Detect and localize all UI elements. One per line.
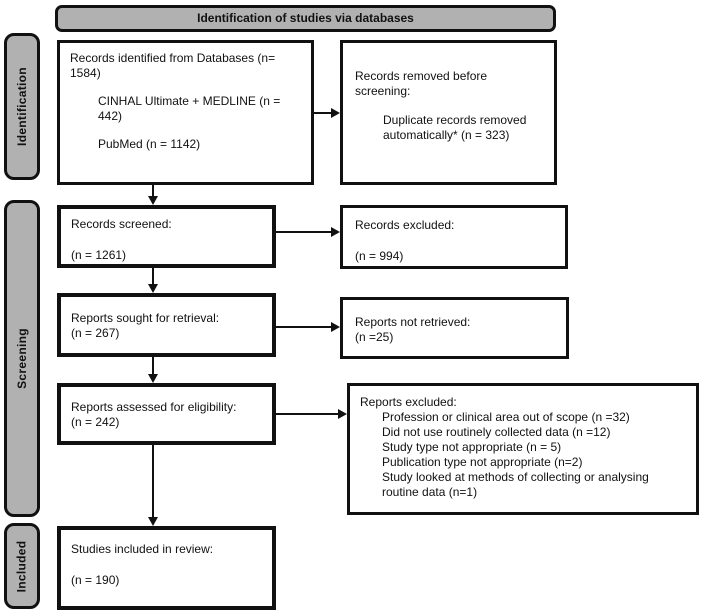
- records-excluded-count: (n = 994): [355, 249, 404, 263]
- reports-sought-title: Reports sought for retrieval:: [71, 311, 220, 325]
- box-reports-not-retrieved: Reports not retrieved: (n =25): [340, 297, 569, 359]
- arrow-head-icon: [331, 108, 340, 118]
- records-screened-title: Records screened:: [71, 217, 172, 231]
- reports-not-retrieved-count: (n =25): [355, 330, 394, 344]
- box-reports-excluded: Reports excluded: Profession or clinical…: [347, 383, 699, 515]
- box-reports-assessed: Reports assessed for eligibility: (n = 2…: [57, 383, 276, 445]
- records-excluded-title: Records excluded:: [355, 218, 455, 232]
- box-studies-included: Studies included in review: (n = 190): [57, 526, 276, 610]
- exclusion-reason: Study looked at methods of collecting or…: [382, 470, 649, 499]
- exclusion-reason: Publication type not appropriate (n=2): [382, 455, 583, 469]
- reports-not-retrieved-title: Reports not retrieved:: [355, 315, 471, 329]
- stage-identification: Identification: [4, 33, 40, 180]
- records-removed-duplicates: Duplicate records removed automatically*…: [383, 113, 527, 142]
- arrow-head-icon: [148, 374, 158, 383]
- stage-identification-label: Identification: [14, 67, 29, 146]
- arrow-head-icon: [331, 322, 340, 332]
- box-records-identified: Records identified from Databases (n= 15…: [57, 40, 314, 185]
- exclusion-reason: Did not use routinely collected data (n …: [382, 425, 611, 439]
- reports-assessed-count: (n = 242): [71, 415, 120, 429]
- records-removed-title: Records removed before screening:: [355, 69, 488, 98]
- studies-included-count: (n = 190): [71, 573, 120, 587]
- records-identified-source-pubmed: PubMed (n = 1142): [98, 137, 201, 151]
- records-screened-count: (n = 1261): [71, 248, 127, 262]
- box-records-excluded: Records excluded: (n = 994): [340, 205, 568, 269]
- stage-included: Included: [4, 523, 40, 609]
- box-reports-sought: Reports sought for retrieval: (n = 267): [57, 293, 276, 357]
- stage-screening-label: Screening: [14, 328, 29, 389]
- reports-sought-count: (n = 267): [71, 326, 120, 340]
- reports-excluded-title: Reports excluded:: [360, 395, 457, 409]
- records-identified-title: Records identified from Databases (n= 15…: [70, 51, 276, 80]
- arrow-head-icon: [148, 284, 158, 293]
- arrow-head-icon: [148, 517, 158, 526]
- exclusion-reason: Study type not appropriate (n = 5): [382, 440, 562, 454]
- reports-assessed-title: Reports assessed for eligibility:: [71, 400, 237, 414]
- reports-excluded-reasons: Profession or clinical area out of scope…: [382, 410, 686, 500]
- studies-included-title: Studies included in review:: [71, 542, 214, 556]
- exclusion-reason: Profession or clinical area out of scope…: [382, 410, 630, 424]
- arrow-head-icon: [331, 227, 340, 237]
- stage-included-label: Included: [14, 540, 29, 592]
- arrow-head-icon: [338, 409, 347, 419]
- arrow-head-icon: [148, 196, 158, 205]
- box-records-removed: Records removed before screening: Duplic…: [340, 40, 557, 185]
- box-records-screened: Records screened: (n = 1261): [57, 205, 276, 268]
- diagram-header: Identification of studies via databases: [55, 5, 556, 32]
- diagram-header-label: Identification of studies via databases: [197, 11, 414, 25]
- records-identified-source-cinhal: CINHAL Ultimate + MEDLINE (n = 442): [98, 94, 281, 123]
- stage-screening: Screening: [4, 200, 40, 517]
